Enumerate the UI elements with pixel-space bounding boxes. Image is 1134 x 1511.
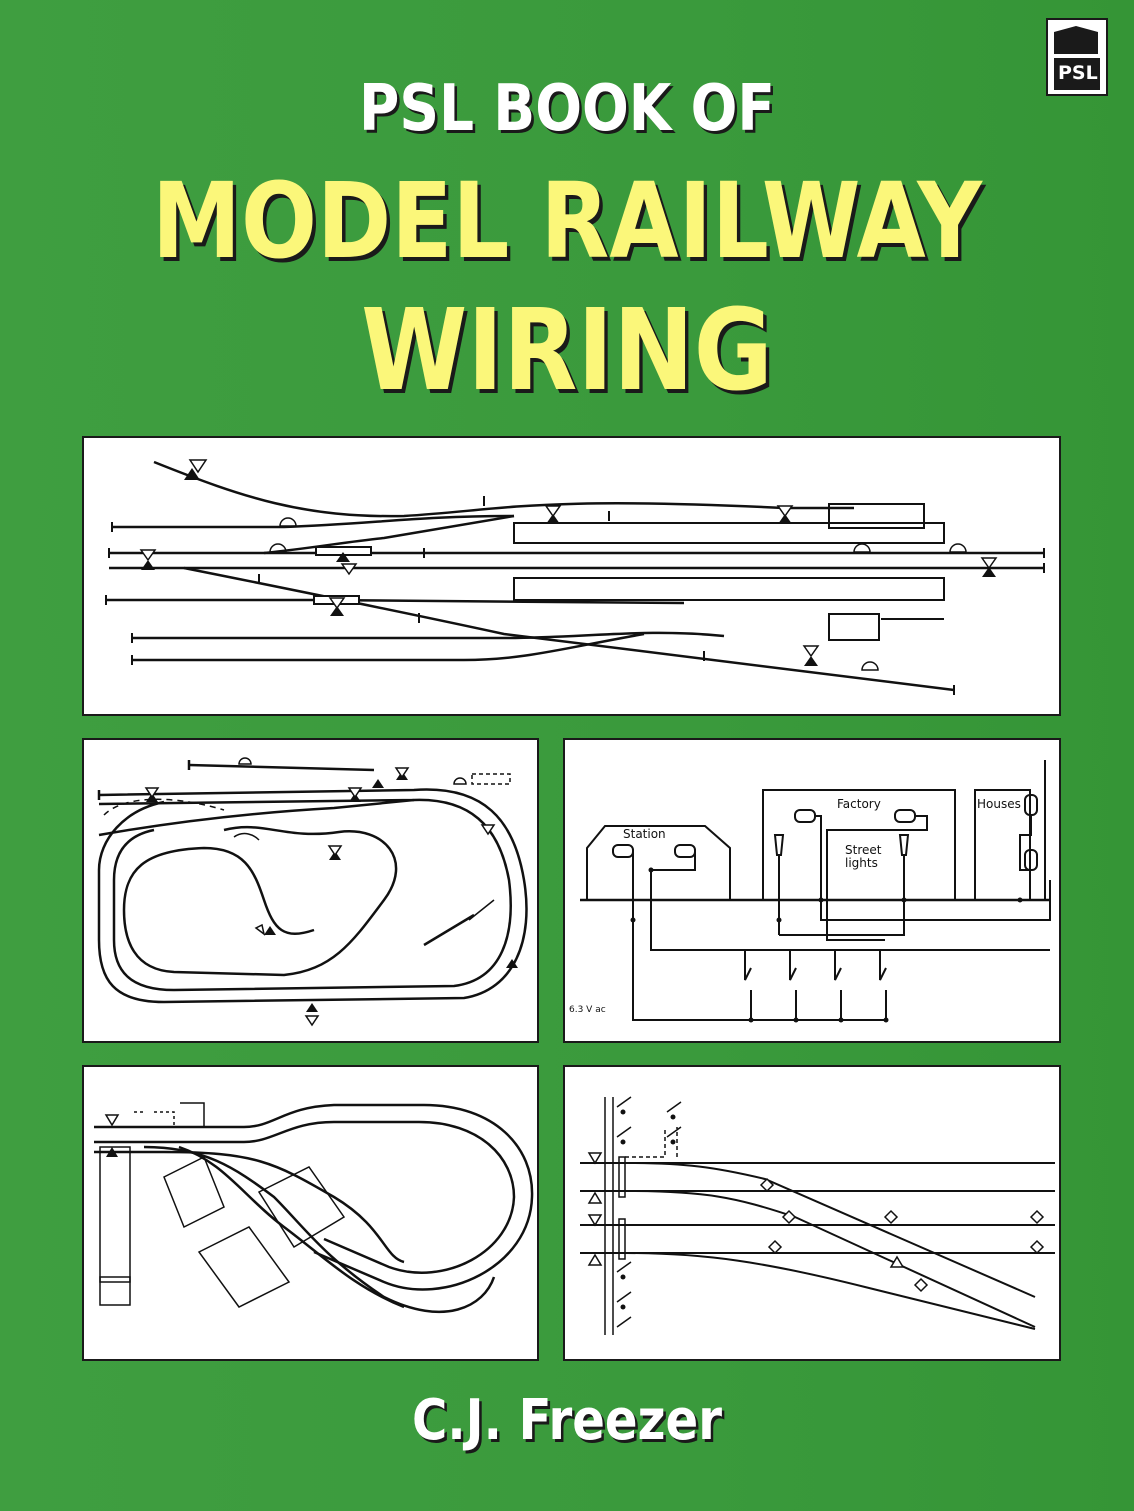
label-houses: Houses: [977, 797, 1021, 811]
junction-signalling-diagram: [563, 1065, 1061, 1361]
author-name: C.J. Freezer: [412, 1388, 722, 1453]
label-street: Street: [845, 843, 882, 857]
title-line-3: WIRING: [361, 286, 773, 416]
label-lights: lights: [845, 856, 878, 870]
reversing-loop-diagram: [82, 1065, 539, 1361]
lighting-wiring-diagram: Station Factory Houses Street lights 6.3…: [563, 738, 1061, 1043]
label-station: Station: [623, 827, 666, 841]
title-line-1: PSL BOOK OF: [359, 72, 775, 146]
track-plan-diagram-large: [82, 436, 1061, 716]
label-supply: 6.3 V ac: [569, 1005, 606, 1015]
psl-logo-text: PSL: [1058, 62, 1098, 84]
loop-layout-diagram: [82, 738, 539, 1043]
label-factory: Factory: [837, 797, 881, 811]
title-line-2: MODEL RAILWAY: [151, 160, 982, 282]
psl-logo: PSL: [1046, 18, 1108, 96]
